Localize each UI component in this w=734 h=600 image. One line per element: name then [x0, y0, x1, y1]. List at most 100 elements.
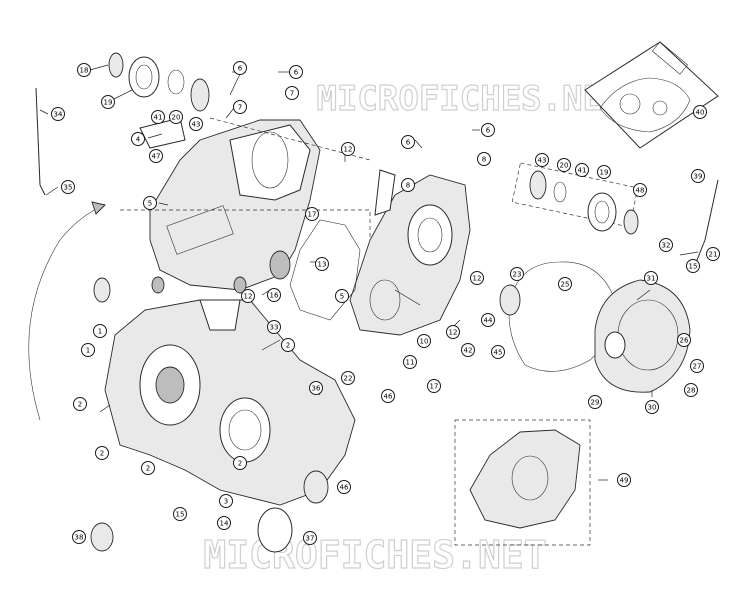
part-callout-number: 28	[687, 387, 696, 395]
crankcase-lower-drawing	[104, 299, 356, 506]
part-callout-number: 45	[494, 349, 503, 357]
part-callout-number: 4	[136, 136, 141, 144]
part-callout-number: 3	[224, 498, 228, 506]
part-callout-17: 17	[305, 207, 319, 221]
part-callout-number: 23	[513, 271, 522, 279]
part-callout-46: 46	[337, 480, 351, 494]
part-callout-number: 26	[680, 337, 689, 345]
part-callout-number: 37	[306, 535, 315, 543]
part-callout-number: 30	[648, 404, 657, 412]
part-callout-number: 2	[238, 460, 242, 468]
seal-37-drawing	[257, 507, 293, 553]
watermark-top: MICROFICHES.NET	[316, 79, 623, 119]
part-callout-31: 31	[644, 271, 658, 285]
part-callout-number: 46	[340, 484, 349, 492]
part-callout-16: 16	[267, 288, 281, 302]
part-callout-49: 49	[617, 473, 631, 487]
part-callout-28: 28	[684, 383, 698, 397]
part-callout-number: 13	[318, 261, 327, 269]
part-callout-number: 43	[192, 121, 201, 129]
part-callout-number: 5	[148, 200, 152, 208]
part-callout-number: 12	[344, 146, 353, 154]
part-callout-37: 37	[303, 531, 317, 545]
part-callout-48: 48	[633, 183, 647, 197]
part-callout-33: 33	[267, 320, 281, 334]
right-bearing-stack-drawing	[511, 162, 639, 235]
part-callout-43: 43	[189, 117, 203, 131]
part-callout-number: 19	[600, 169, 609, 177]
part-callout-46: 46	[381, 389, 395, 403]
center-gasket-drawing	[289, 219, 361, 321]
part-callout-14: 14	[217, 516, 231, 530]
part-callout-12: 12	[241, 289, 255, 303]
left-bearing-stack-drawing	[108, 52, 210, 149]
part-callout-number: 12	[473, 275, 482, 283]
part-callout-number: 43	[538, 157, 547, 165]
part-callout-3: 3	[219, 494, 233, 508]
part-callout-23: 23	[510, 267, 524, 281]
leader-lines	[39, 64, 699, 481]
part-callout-number: 21	[709, 251, 718, 259]
part-callout-12: 12	[446, 325, 460, 339]
part-callout-number: 25	[561, 281, 570, 289]
part-callout-number: 40	[696, 109, 705, 117]
part-callout-number: 16	[270, 292, 279, 300]
part-callout-number: 39	[694, 173, 703, 181]
part-callout-number: 27	[693, 363, 702, 371]
part-callout-number: 14	[220, 520, 229, 528]
part-callout-number: 6	[238, 65, 243, 73]
part-callout-15: 15	[686, 259, 700, 273]
part-callout-number: 17	[308, 211, 317, 219]
part-callout-38: 38	[72, 530, 86, 544]
part-callout-number: 1	[86, 347, 90, 355]
part-callout-43: 43	[535, 153, 549, 167]
part-callout-number: 6	[294, 69, 299, 77]
part-callout-number: 8	[482, 156, 486, 164]
part-callout-39: 39	[691, 169, 705, 183]
part-callout-22: 22	[341, 371, 355, 385]
part-callout-number: 2	[146, 465, 150, 473]
part-callout-number: 2	[100, 450, 104, 458]
part-callout-number: 36	[312, 385, 321, 393]
part-callout-8: 8	[401, 178, 415, 192]
part-callout-number: 19	[104, 99, 113, 107]
part-callout-4: 4	[131, 132, 145, 146]
part-callout-44: 44	[481, 313, 495, 327]
seal-38-drawing	[90, 522, 114, 552]
part-callout-25: 25	[558, 277, 572, 291]
part-callout-15: 15	[173, 507, 187, 521]
part-callout-12: 12	[470, 271, 484, 285]
part-callout-47: 47	[149, 149, 163, 163]
part-callout-27: 27	[690, 359, 704, 373]
seal-23-drawing	[499, 284, 521, 316]
gasket-set-drawing	[584, 41, 719, 149]
part-callout-6: 6	[233, 61, 247, 75]
part-callout-11: 11	[403, 355, 417, 369]
part-callout-2: 2	[281, 338, 295, 352]
part-callout-number: 12	[449, 329, 458, 337]
seal-left-drawing	[93, 277, 111, 303]
part-callout-number: 34	[54, 111, 63, 119]
part-callout-2: 2	[141, 461, 155, 475]
part-callout-number: 38	[75, 534, 84, 542]
part-callout-35: 35	[61, 180, 75, 194]
part-callout-41: 41	[151, 110, 165, 124]
part-callout-32: 32	[659, 238, 673, 252]
part-callout-number: 18	[80, 67, 89, 75]
complete-crankcase-drawing	[469, 429, 581, 529]
part-callout-1: 1	[81, 343, 95, 357]
part-callout-13: 13	[315, 257, 329, 271]
part-callout-number: 10	[420, 338, 429, 346]
part-callout-6: 6	[481, 123, 495, 137]
part-callout-number: 44	[484, 317, 493, 325]
seal-46-drawing	[303, 470, 329, 504]
part-callout-5: 5	[335, 289, 349, 303]
part-callout-number: 6	[406, 139, 411, 147]
part-callout-number: 48	[636, 187, 645, 195]
part-callout-36: 36	[309, 381, 323, 395]
part-callout-number: 2	[78, 401, 82, 409]
part-callout-20: 20	[557, 158, 571, 172]
part-callout-number: 33	[270, 324, 279, 332]
part-callout-2: 2	[73, 397, 87, 411]
